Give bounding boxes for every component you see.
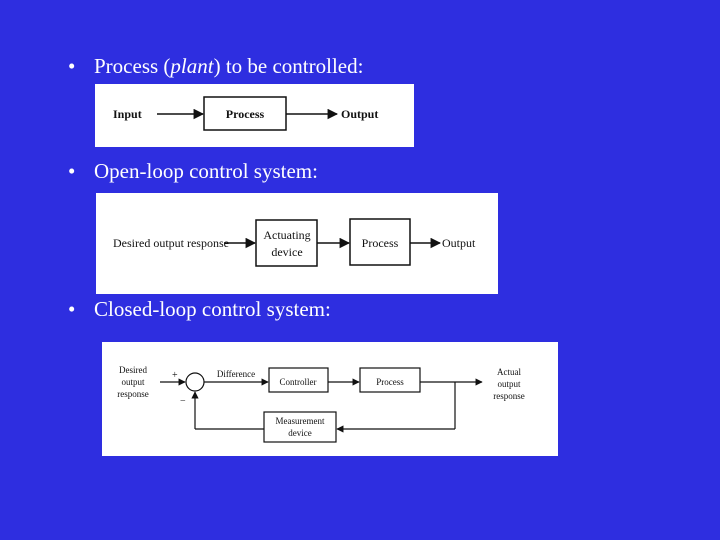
open-loop-actuating-line2: device <box>271 245 302 259</box>
open-loop-actuating-line1: Actuating <box>263 228 310 242</box>
open-loop-diagram: Desired output response Actuating device… <box>96 193 498 294</box>
bullet-closed-loop-text: Closed-loop control system: <box>94 297 331 321</box>
closed-loop-diagram-svg: Desired output response + − Difference C… <box>117 365 525 443</box>
closed-loop-desired-line3: response <box>117 389 149 399</box>
closed-loop-desired-line1: Desired <box>119 365 147 375</box>
closed-loop-actual-line2: output <box>497 379 521 389</box>
bullet-marker: • <box>68 54 76 78</box>
closed-loop-plus-sign: + <box>172 370 178 381</box>
bullet-plant-prefix: Process ( <box>94 54 171 78</box>
closed-loop-controller-box <box>268 367 329 393</box>
open-loop-diagram-svg: Desired output response Actuating device… <box>113 218 476 267</box>
closed-loop-process-box <box>359 367 421 393</box>
plant-diagram: Input Process Output <box>95 84 414 147</box>
plant-diagram-svg: Input Process Output <box>113 96 378 131</box>
closed-loop-measurement-line1: Measurement <box>276 416 325 426</box>
open-loop-output-label: Output <box>442 236 476 250</box>
bullet-marker: • <box>68 297 76 321</box>
closed-loop-measurement-line2: device <box>288 428 311 438</box>
closed-loop-minus-sign: − <box>180 396 186 407</box>
bullet-marker: • <box>68 159 76 183</box>
open-loop-actuating-box <box>255 219 318 267</box>
closed-loop-diagram: Desired output response + − Difference C… <box>102 342 558 456</box>
bullet-plant: • Process (plant) to be controlled: <box>68 54 363 79</box>
closed-loop-actual-line1: Actual <box>497 367 521 377</box>
plant-process-label: Process <box>226 107 265 121</box>
closed-loop-difference-label: Difference <box>217 369 255 379</box>
closed-loop-controller-label: Controller <box>280 377 317 387</box>
closed-loop-process-label: Process <box>376 377 404 387</box>
bullet-open-loop: • Open-loop control system: <box>68 159 318 184</box>
bullet-plant-italic: plant <box>170 54 214 78</box>
plant-output-label: Output <box>341 107 378 121</box>
open-loop-desired-label: Desired output response <box>113 236 229 250</box>
plant-input-label: Input <box>113 107 142 121</box>
open-loop-process-label: Process <box>362 236 399 250</box>
bullet-open-loop-text: Open-loop control system: <box>94 159 318 183</box>
bullet-plant-suffix: ) to be controlled: <box>213 54 364 78</box>
closed-loop-desired-line2: output <box>121 377 145 387</box>
bullet-closed-loop: • Closed-loop control system: <box>68 297 331 322</box>
closed-loop-summing-junction <box>185 372 205 392</box>
closed-loop-measurement-box <box>263 411 337 443</box>
open-loop-process-box <box>349 218 411 266</box>
closed-loop-actual-line3: response <box>493 391 525 401</box>
